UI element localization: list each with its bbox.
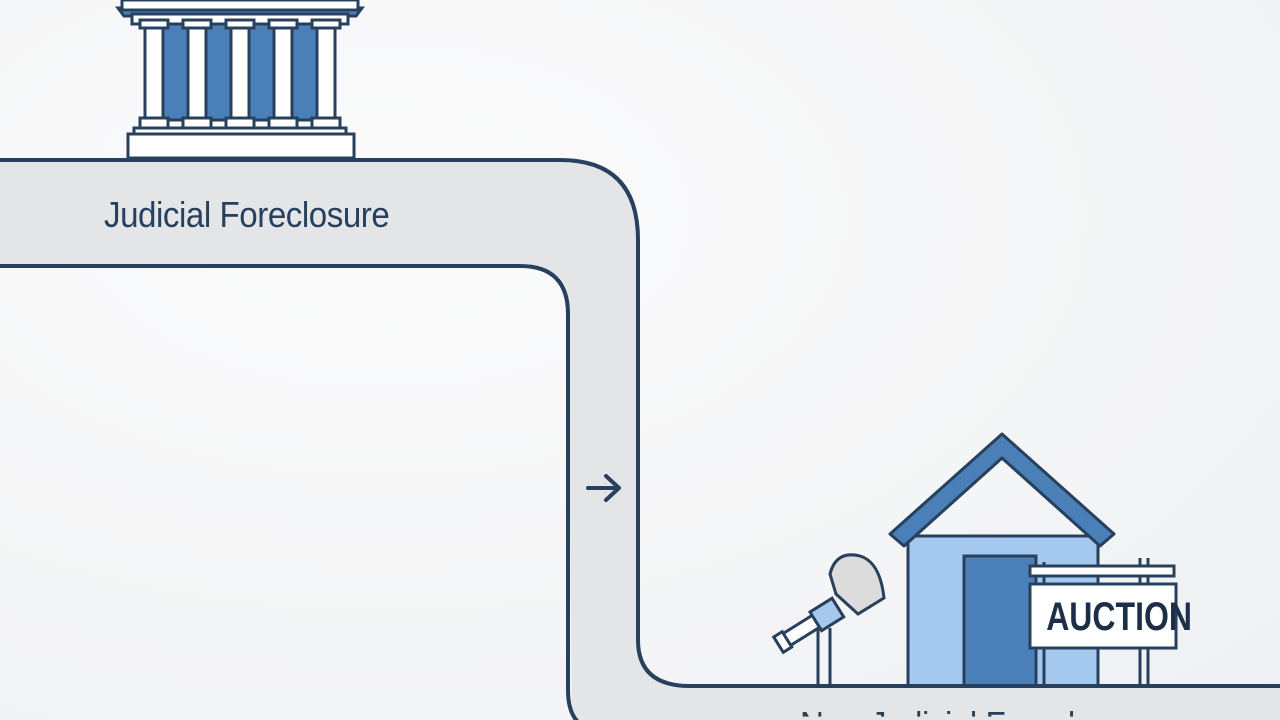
path-inner-edge bbox=[0, 264, 579, 720]
arrow-right-icon bbox=[586, 474, 621, 502]
judicial-foreclosure-label: Judicial Foreclosure bbox=[104, 194, 390, 235]
house-door bbox=[962, 554, 1038, 688]
auction-sign-icon bbox=[1028, 558, 1178, 684]
courthouse-columns bbox=[138, 18, 342, 130]
courthouse-icon bbox=[115, 0, 365, 160]
auction-sign-text: AUCTION bbox=[1046, 595, 1192, 639]
path-outer-edge bbox=[0, 158, 1280, 688]
non-judicial-foreclosure-label: Non-Judicial Foreclosure bbox=[800, 704, 1155, 717]
process-path bbox=[0, 158, 1280, 720]
telescope-icon bbox=[771, 553, 886, 684]
path-band bbox=[0, 160, 1280, 720]
